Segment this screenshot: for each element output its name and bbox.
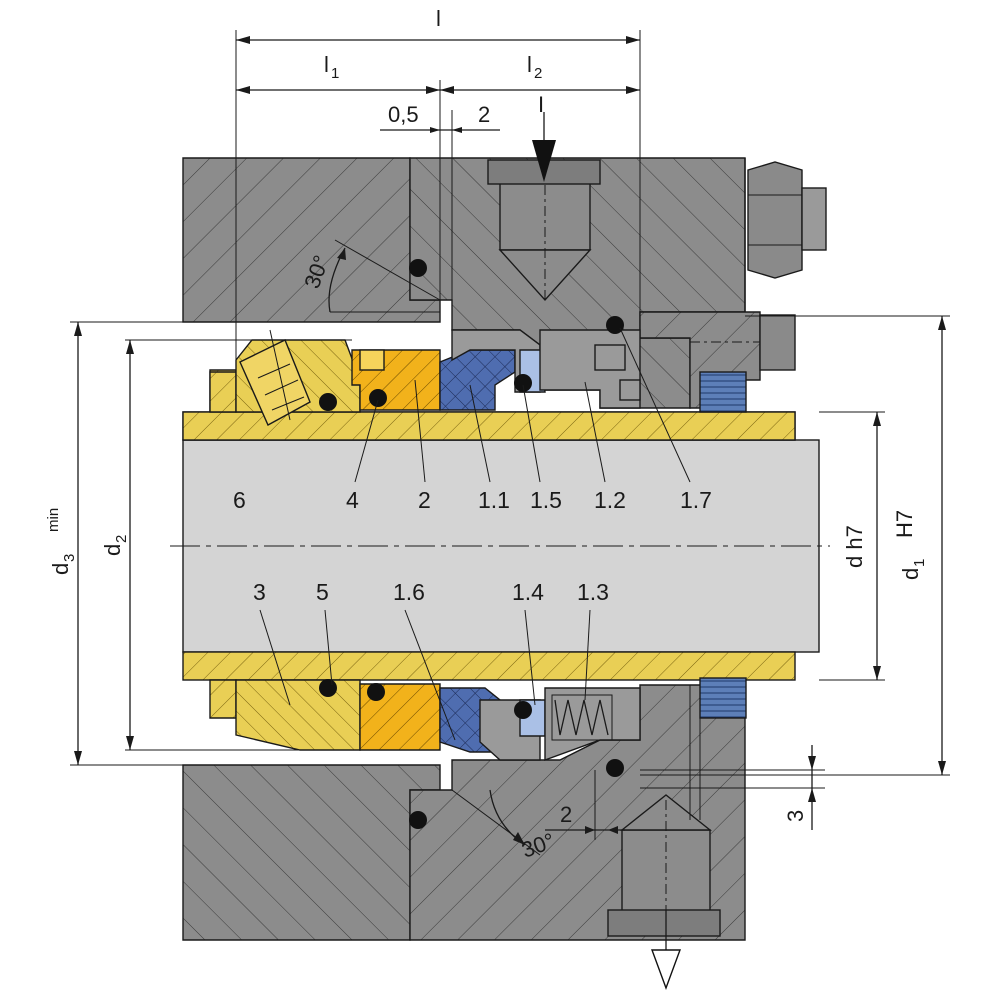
dim-d1: d [898, 568, 923, 580]
drive-screw-top [699, 371, 747, 413]
part-label-1-3: 1.3 [577, 579, 609, 605]
o-ring-face-top [514, 374, 532, 392]
dim-d2: d [100, 544, 125, 556]
part-label-1-4: 1.4 [512, 579, 544, 605]
part-label-6: 6 [233, 487, 246, 513]
part-label-5: 5 [316, 579, 329, 605]
dim-d3: d [48, 563, 73, 575]
dim-d3-sub: 3 [61, 554, 78, 562]
inlet-arrow-icon [532, 112, 556, 182]
dim-d3-min: min [45, 508, 62, 532]
dim-l2: l [527, 52, 532, 77]
spring-holder [539, 329, 641, 761]
o-ring-housing-bottom [409, 811, 427, 829]
inlet-symbol: I [538, 92, 544, 117]
dim-l1-sub: 1 [331, 65, 339, 82]
dim-gap-2-bottom: 2 [560, 802, 572, 827]
part-label-4: 4 [346, 487, 359, 513]
part-label-2: 2 [418, 487, 431, 513]
dim-h7: H7 [892, 510, 917, 538]
o-ring-seat-bottom [367, 683, 385, 701]
dim-l1: l [324, 52, 329, 77]
part-label-3: 3 [253, 579, 266, 605]
o-ring-housing-top [409, 259, 427, 277]
o-ring-face-bottom [514, 701, 532, 719]
o-ring-gland-top [606, 316, 624, 334]
outlet-arrow-icon [650, 910, 682, 991]
o-ring-collar-top [319, 393, 337, 411]
housing-bottom [182, 684, 746, 941]
part-label-1-1: 1.1 [478, 487, 510, 513]
dim-gap-05: 0,5 [388, 102, 419, 127]
housing-top [182, 157, 827, 409]
o-ring-collar-bottom [319, 679, 337, 697]
dim-d1-sub: 1 [911, 559, 928, 567]
part-label-1-7: 1.7 [680, 487, 712, 513]
part-label-1-5: 1.5 [530, 487, 562, 513]
drive-screw-bottom [699, 677, 747, 719]
dimension-lines [70, 30, 950, 856]
shaft-sleeve [182, 369, 796, 719]
dim-d-h7: d h7 [842, 525, 867, 568]
dim-d2-sub: 2 [113, 535, 130, 543]
o-rings [319, 259, 624, 829]
dim-three: 3 [783, 810, 808, 822]
part-label-1-2: 1.2 [594, 487, 626, 513]
part-label-1-6: 1.6 [393, 579, 425, 605]
o-ring-seat-top [369, 389, 387, 407]
dim-l2-sub: 2 [534, 65, 542, 82]
leader-lines [259, 327, 691, 741]
dim-l: l [436, 6, 441, 31]
o-ring-gland-bottom [606, 759, 624, 777]
dim-gap-2-top: 2 [478, 102, 490, 127]
